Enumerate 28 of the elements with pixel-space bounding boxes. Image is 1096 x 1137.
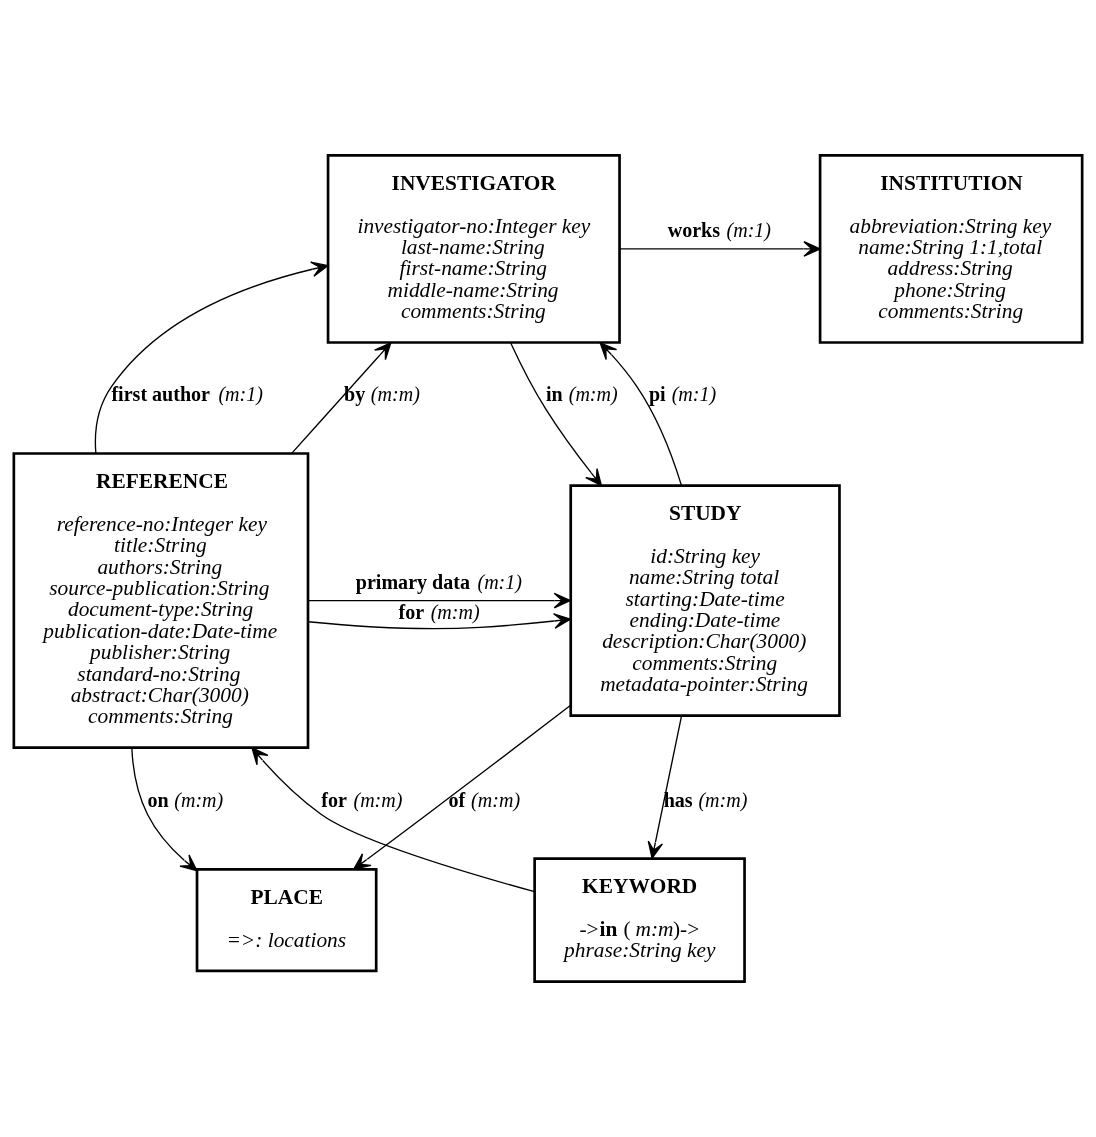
edge-label: of (m:m) <box>448 788 521 811</box>
arrow <box>307 592 571 609</box>
arrow <box>251 747 536 893</box>
node-box: INSTITUTION abbreviation:String key name:String 1:1,total address:String phone:String comments:String <box>818 154 1084 344</box>
edge-label: first author (m:1) <box>111 383 263 406</box>
node-box: INVESTIGATOR investigator-no:Integer key last-name:String first-name:String middle-name:String comments:String <box>326 154 621 344</box>
arrow <box>510 342 603 487</box>
arrow <box>353 704 572 870</box>
arrow <box>94 261 329 454</box>
edge-label: pi (m:1) <box>648 383 717 406</box>
edge-label: by (m:m) <box>344 383 420 406</box>
arrow <box>131 747 198 872</box>
arrow <box>291 342 392 454</box>
arrow <box>307 613 571 630</box>
arrow <box>618 241 821 257</box>
node-box: REFERENCE reference-no:Integer key title:String authors:String source-publication:String document-type:String publication-date:Date-time publisher:String standard-no:String abstract:Char(3000) comments:String <box>12 452 310 749</box>
arrow <box>647 715 683 859</box>
edge-label: works (m:1) <box>667 218 772 241</box>
node-box: STUDY id:String key name:String total starting:Date-time ending:Date-time description:Char(3000) comments:String metadata-pointer:String <box>569 484 841 717</box>
edge-label: in (m:m) <box>545 383 618 406</box>
edge-label: for (m:m) <box>398 601 480 624</box>
arrow <box>599 342 682 486</box>
node-box: KEYWORD ->in (m:m)-> phrase:String key <box>533 857 746 983</box>
edge-label: for (m:m) <box>321 788 403 811</box>
node-box: PLACE =>: locations <box>195 868 378 973</box>
edge-label: has (m:m) <box>663 788 748 811</box>
edge-label: on (m:m) <box>147 788 224 811</box>
edge-label: primary data (m:1) <box>355 570 522 593</box>
